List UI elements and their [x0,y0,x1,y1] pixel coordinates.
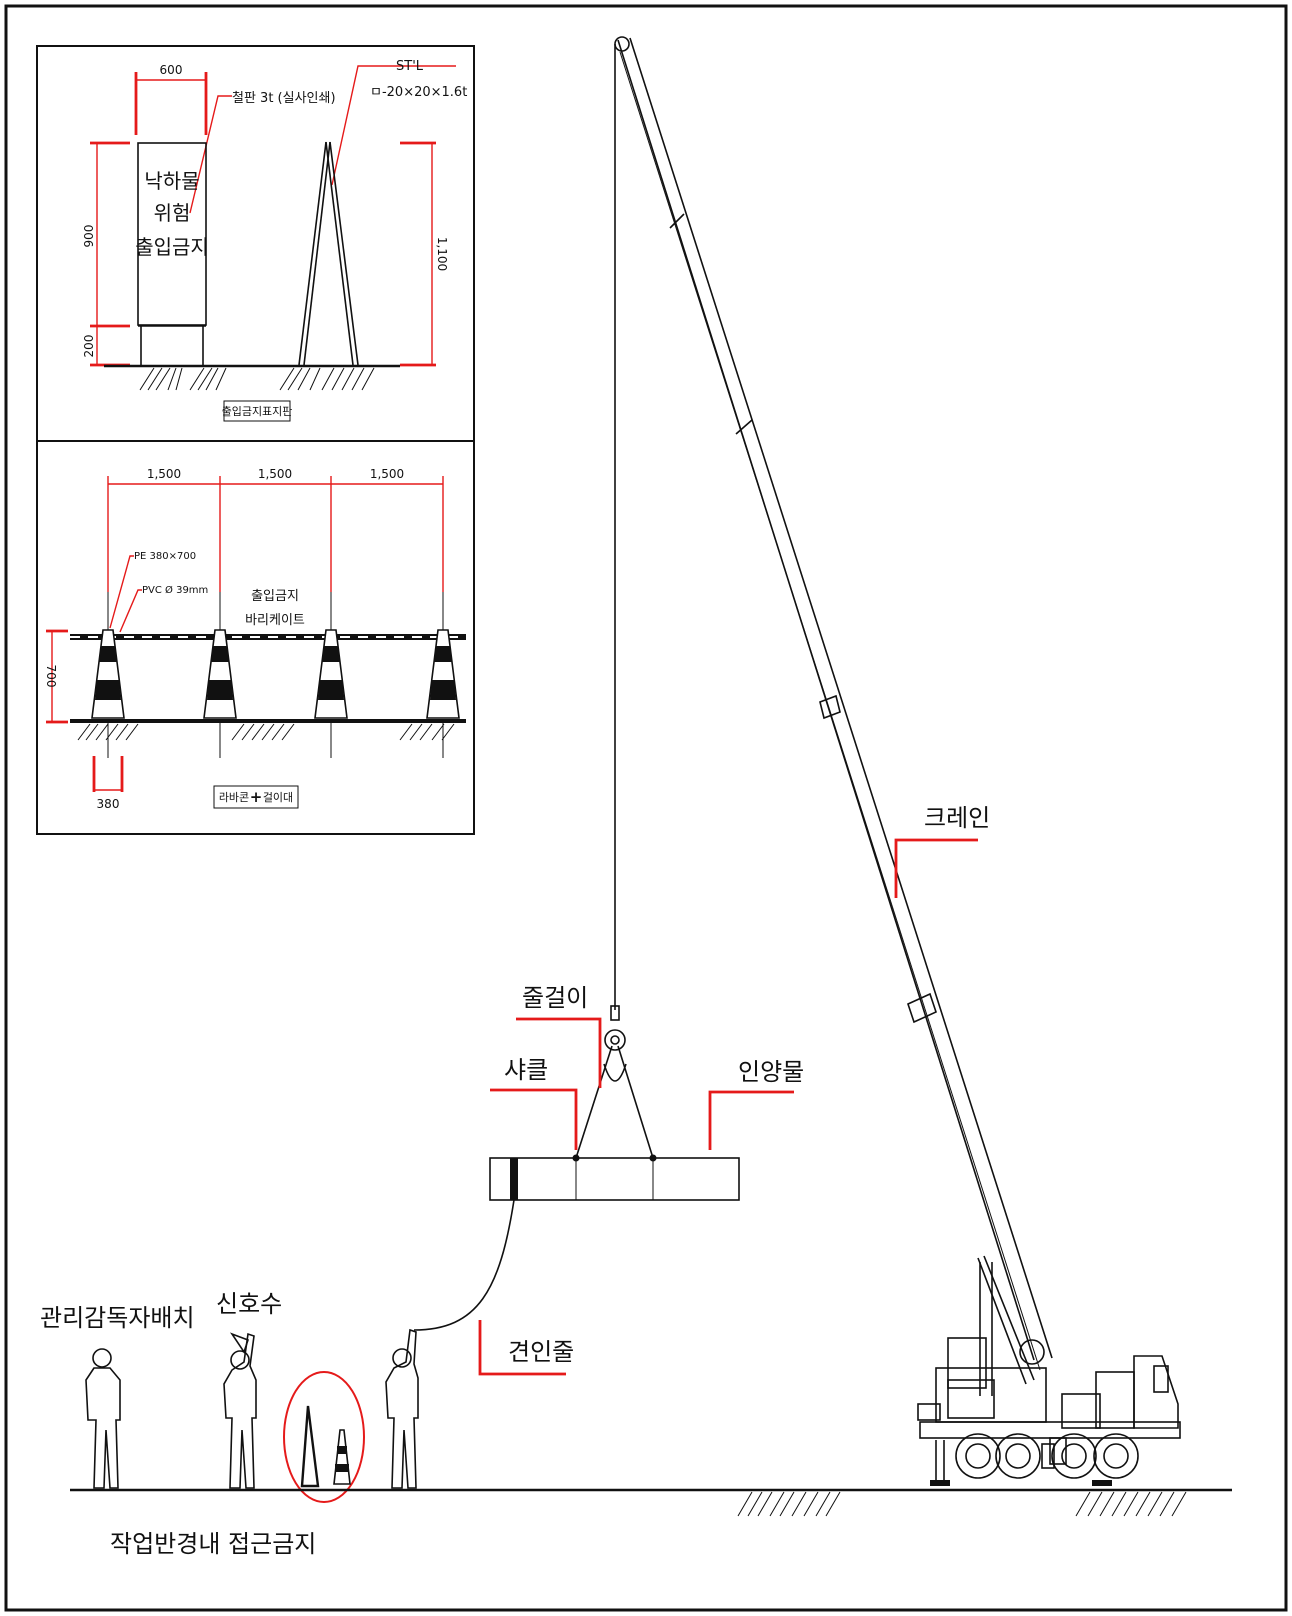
width-dimension: 600 [134,63,208,135]
tagline-worker-figure [385,1328,419,1489]
load-label-group: 인양물 [708,1058,804,1150]
barricade-caption-plus: + [250,788,263,806]
drawing-frame [4,4,1288,1612]
cone-1 [91,592,125,758]
barricade-caption-left: 라바콘 [219,791,249,804]
height-dimensions: 900 200 [82,141,130,367]
crane-carrier [917,1337,1181,1486]
lifted-load [413,1045,740,1331]
no-entry-label: 작업반경내 접근금지 [110,1530,316,1558]
pe-note: PE 380×700 [134,551,196,562]
crane-label-group: 크레인 [894,804,990,898]
sling-label: 줄걸이 [522,984,588,1012]
frame-note-2: ㅁ-20×20×1.6t [370,85,467,100]
dim-700: 700 [44,665,58,688]
spacing-2: 1,500 [258,467,292,481]
sign-plate: 낙하물 위험 출입금지 [135,142,209,365]
cone-4 [426,592,460,758]
no-entry-marker [283,1371,365,1503]
cone-3 [314,592,348,758]
frame-note-1: ST'L [396,59,424,74]
tagline-label: 견인줄 [508,1338,574,1366]
load-label: 인양물 [738,1058,804,1086]
barricade-caption-right: 걸이대 [263,791,293,804]
supervisor-figure [85,1348,121,1489]
sling-label-group: 줄걸이 [516,984,602,1088]
shackle-label-group: 샤클 [490,1056,578,1150]
plate-note: 철판 3t (실사인쇄) [232,91,336,106]
sign-text-line-2: 위험 [154,201,191,225]
tagline-label-group: 견인줄 [478,1320,574,1376]
dim-1100: 1,100 [435,237,449,271]
sign-a-frame [298,141,359,366]
sign-text-line-1: 낙하물 [144,169,199,193]
barricade-height-dimension: 700 [44,629,68,724]
barricade-title-2: 바리케이트 [245,613,305,628]
crane-label: 크레인 [924,804,990,832]
width-dim-label: 600 [160,63,183,77]
spacing-3: 1,500 [370,467,404,481]
mobile-crane [604,36,1181,1486]
frame-height-dimension: 1,100 [400,141,449,367]
supervisor-label: 관리감독자배치 [40,1304,195,1332]
dim-380: 380 [97,797,120,811]
dim-900: 900 [82,225,96,248]
spacing-dimensions: 1,500 1,500 1,500 [107,467,444,592]
dim-200: 200 [82,335,96,358]
cone-base-dimension: 380 [92,756,124,811]
pvc-note: PVC Ø 39mm [142,584,208,596]
sign-detail-panel: 600 철판 3t (실사인쇄) ST'L ㅁ-20×20×1.6t 낙하물 위… [36,45,475,442]
shackle-label: 샤클 [504,1056,548,1084]
cone-2 [203,592,237,758]
sign-caption: 출입금지표지판 [222,405,293,418]
spacing-1: 1,500 [147,467,181,481]
signalman-label: 신호수 [216,1290,282,1318]
barricade-detail-panel: 1,500 1,500 1,500 PE 380×700 PVC Ø 39mm … [36,440,475,835]
signalman-figure [223,1332,257,1489]
barricade-title-1: 출입금지 [251,589,299,604]
sign-text-line-3: 출입금지 [135,235,209,259]
